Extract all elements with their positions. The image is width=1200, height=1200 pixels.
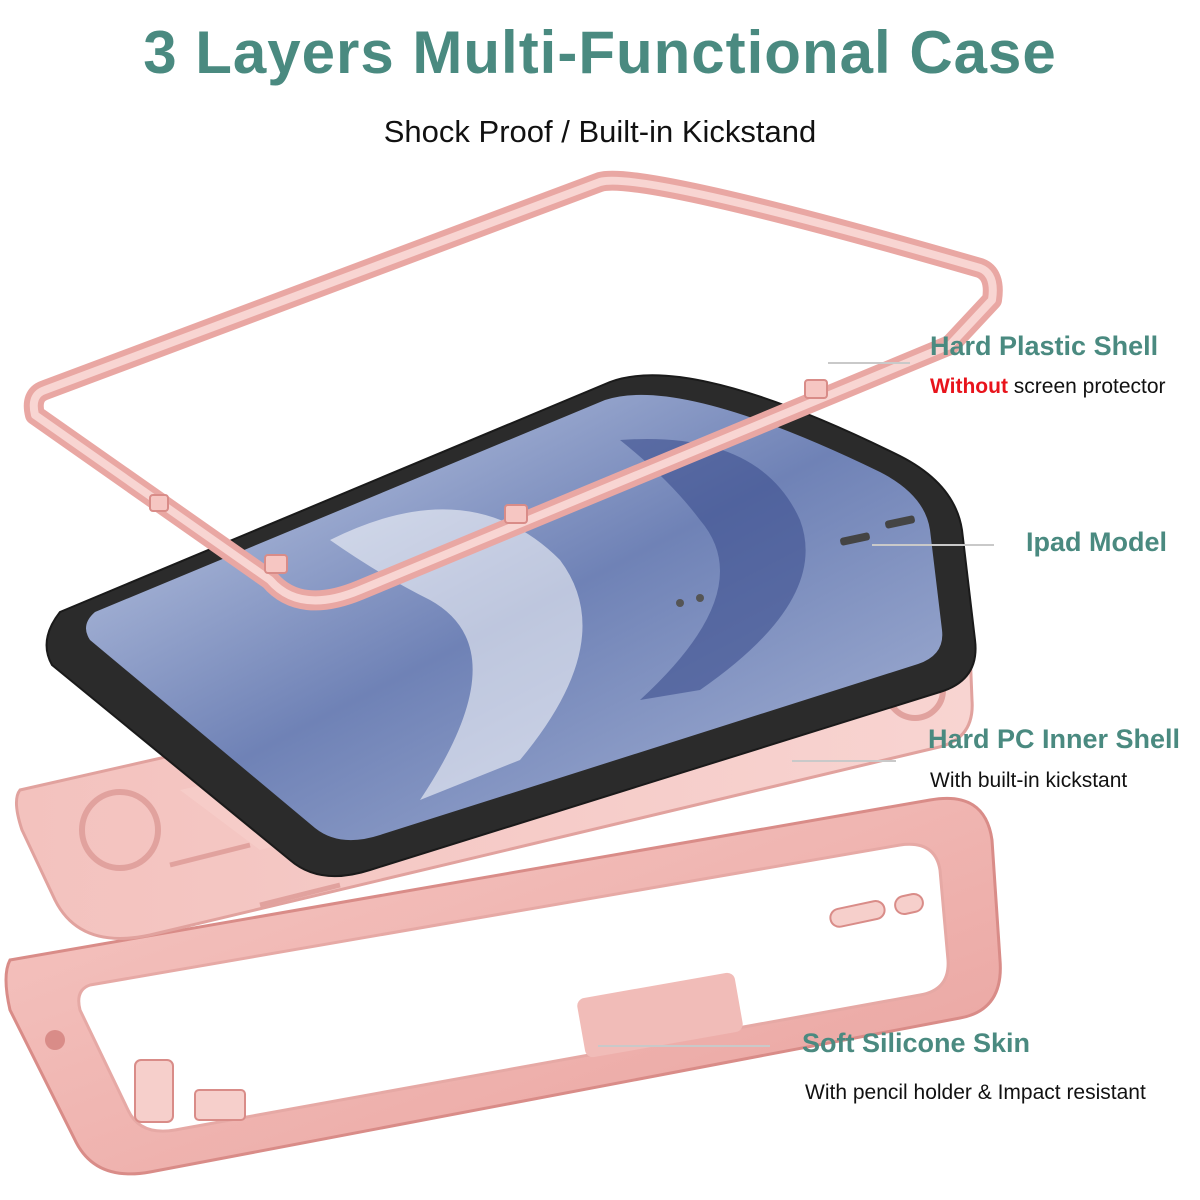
label-soft-silicone-skin: Soft Silicone Skin: [802, 1028, 1031, 1058]
tablet-layer: [45, 374, 977, 878]
plastic-shell-layer: [23, 170, 1003, 611]
highlight-without: Without: [930, 375, 1008, 398]
label-hard-plastic-shell: Hard Plastic Shell: [930, 331, 1159, 361]
desc-hard-plastic-shell-text: screen protector: [1007, 375, 1166, 398]
silicone-skin-layer: [4, 796, 1002, 1176]
desc-hard-pc-inner-shell: With built-in kickstant: [930, 769, 1128, 792]
label-ipad-model: Ipad Model: [1026, 527, 1167, 557]
page-title: 3 Layers Multi-Functional Case: [143, 19, 1057, 86]
leader-line-hard-plastic-shell: [828, 362, 910, 364]
leader-line-pc-inner-shell: [792, 760, 896, 762]
leader-line-silicone-skin: [598, 1045, 770, 1047]
leader-line-ipad-model: [872, 544, 994, 546]
label-hard-pc-inner-shell: Hard PC Inner Shell: [928, 724, 1181, 754]
page-subtitle: Shock Proof / Built-in Kickstand: [383, 114, 817, 149]
desc-hard-plastic-shell: Without screen protector: [930, 375, 1166, 399]
desc-soft-silicone-skin: With pencil holder & Impact resistant: [805, 1081, 1146, 1104]
